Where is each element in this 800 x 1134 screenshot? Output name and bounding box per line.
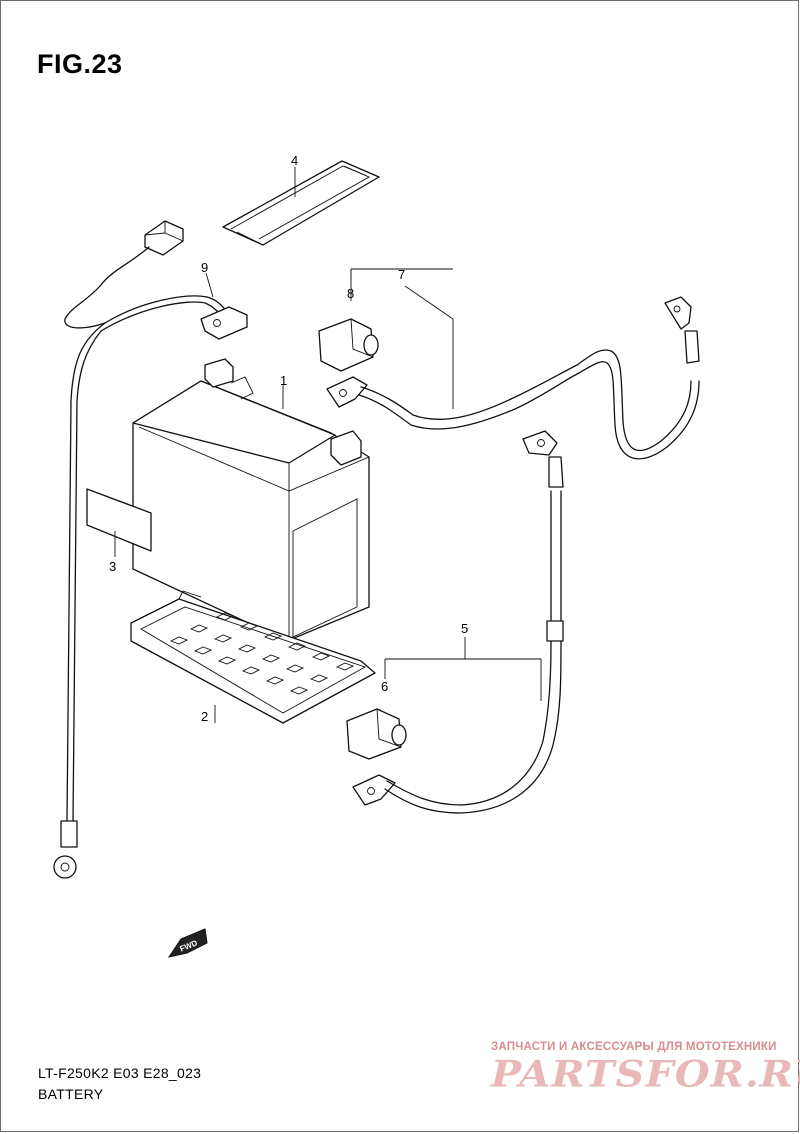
sensor-lead-wire [53, 220, 248, 879]
fwd-arrow-icon: FWD [167, 928, 208, 958]
tray-grid [169, 612, 355, 695]
callout-9: 9 [201, 260, 208, 275]
figure-title: FIG.23 [37, 49, 123, 79]
watermark-logo: PARTSFOR.RU [491, 1053, 800, 1096]
battery [132, 358, 370, 642]
battery-strap [222, 160, 380, 246]
battery-label [86, 488, 152, 557]
negative-cable [346, 430, 564, 814]
callout-3: 3 [109, 559, 116, 574]
callout-6: 6 [381, 679, 388, 694]
callout-4: 4 [291, 153, 298, 168]
callout-2: 2 [201, 709, 208, 724]
positive-cable [318, 268, 700, 460]
callout-8: 8 [347, 286, 354, 301]
battery-tray [130, 590, 376, 724]
watermark-tagline: ЗАПЧАСТИ И АКСЕССУАРЫ ДЛЯ МОТОТЕХНИКИ [491, 1041, 777, 1053]
section-name: BATTERY [38, 1086, 104, 1102]
callout-1: 1 [280, 373, 287, 388]
callout-5: 5 [461, 621, 468, 636]
callout-7: 7 [398, 267, 405, 282]
model-code: LT-F250K2 E03 E28_023 [38, 1065, 202, 1081]
